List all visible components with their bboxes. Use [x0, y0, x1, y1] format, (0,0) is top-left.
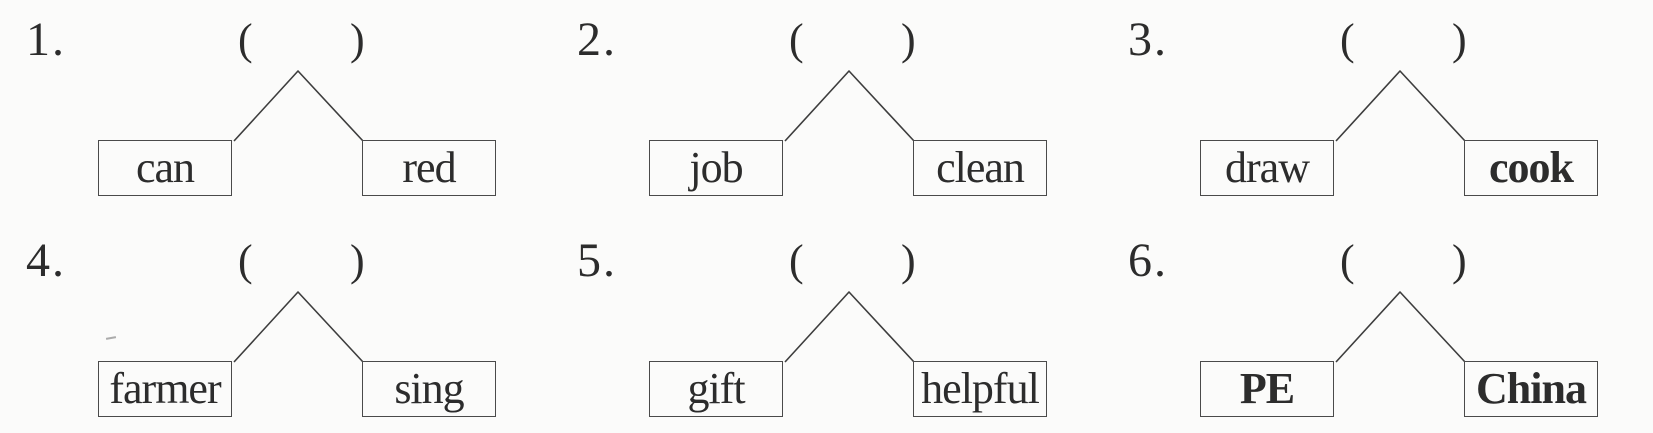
- branch-line: [233, 291, 364, 363]
- word-box-left: draw: [1200, 140, 1334, 196]
- word-box-right: red: [362, 140, 496, 196]
- exercise-item-4: 4. ( ) farmer sing: [0, 221, 551, 433]
- word-left: farmer: [109, 364, 221, 413]
- word-right: red: [402, 143, 456, 192]
- word-right: cook: [1489, 143, 1574, 192]
- branch-line: [233, 70, 364, 142]
- exercise-item-5: 5. ( ) gift helpful: [551, 221, 1102, 433]
- word-right: clean: [936, 143, 1025, 192]
- branch-line: [1335, 70, 1466, 142]
- open-paren: (: [1340, 15, 1355, 64]
- open-paren: (: [789, 15, 804, 64]
- exercise-item-6: 6. ( ) PE China: [1102, 221, 1653, 433]
- tree-branches: [233, 291, 364, 363]
- word-right: helpful: [921, 364, 1040, 413]
- word-box-right: clean: [913, 140, 1047, 196]
- open-paren: (: [238, 15, 253, 64]
- word-right: China: [1476, 364, 1587, 413]
- item-number: 6.: [1128, 234, 1168, 287]
- word-box-left: farmer: [98, 361, 232, 417]
- branch-line: [784, 70, 915, 142]
- open-paren: (: [238, 236, 253, 285]
- tree-branches: [784, 291, 915, 363]
- item-number: 3.: [1128, 13, 1168, 66]
- word-left: PE: [1239, 364, 1295, 413]
- exercise-item-2: 2. ( ) job clean: [551, 0, 1102, 212]
- word-box-right: China: [1464, 361, 1598, 417]
- tree-branches: [784, 70, 915, 142]
- close-paren: ): [350, 236, 365, 285]
- word-left: gift: [687, 364, 745, 413]
- word-box-left: can: [98, 140, 232, 196]
- tree-branches: [1335, 70, 1466, 142]
- item-number: 1.: [26, 13, 66, 66]
- word-right: sing: [394, 364, 464, 413]
- word-left: draw: [1225, 143, 1310, 192]
- word-box-right: sing: [362, 361, 496, 417]
- word-box-left: PE: [1200, 361, 1334, 417]
- branch-line: [784, 291, 915, 363]
- word-left: job: [689, 143, 743, 192]
- word-box-left: job: [649, 140, 783, 196]
- word-left: can: [135, 143, 195, 192]
- word-box-right: helpful: [913, 361, 1047, 417]
- open-paren: (: [1340, 236, 1355, 285]
- tree-branches: [233, 70, 364, 142]
- close-paren: ): [1452, 15, 1467, 64]
- open-paren: (: [789, 236, 804, 285]
- close-paren: ): [901, 15, 916, 64]
- word-box-left: gift: [649, 361, 783, 417]
- exercise-item-1: 1. ( ) can red: [0, 0, 551, 212]
- exercise-item-3: 3. ( ) draw cook: [1102, 0, 1653, 212]
- item-number: 5.: [577, 234, 617, 287]
- branch-line: [1335, 291, 1466, 363]
- close-paren: ): [901, 236, 916, 285]
- close-paren: ): [350, 15, 365, 64]
- word-box-right: cook: [1464, 140, 1598, 196]
- item-number: 4.: [26, 234, 66, 287]
- tree-branches: [1335, 291, 1466, 363]
- item-number: 2.: [577, 13, 617, 66]
- close-paren: ): [1452, 236, 1467, 285]
